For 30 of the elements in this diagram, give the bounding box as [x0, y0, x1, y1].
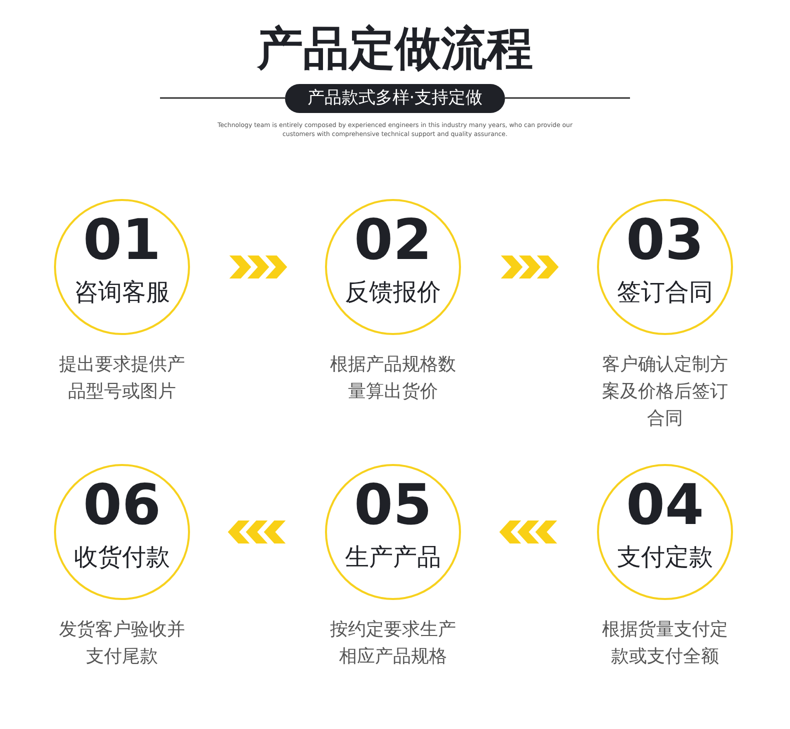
step-circle: [597, 464, 733, 600]
step-circle: [597, 199, 733, 335]
chevron-arrow: [499, 520, 558, 544]
step-name: 生产产品: [344, 542, 442, 572]
step-description: 按约定要求生产相应产品规格: [329, 618, 457, 669]
chevron-arrow: [228, 520, 286, 544]
step-name: 反馈报价: [344, 277, 442, 307]
step-number: 06: [82, 476, 162, 536]
step-description: 发货客户验收并支付尾款: [58, 618, 186, 669]
step-description: 客户确认定制方案及价格后签订合同: [601, 353, 729, 431]
step-number: 03: [625, 211, 705, 271]
step-description: 根据货量支付定款或支付全额: [601, 618, 729, 669]
subtitle-pill: 产品款式多样·支持定做: [285, 84, 505, 113]
step-number: 04: [625, 476, 705, 536]
chevron-arrow: [229, 256, 288, 278]
chevron-arrow: [500, 256, 559, 278]
step-circle: [54, 464, 190, 600]
step-description: 提出要求提供产品型号或图片: [58, 353, 186, 404]
step-number: 01: [82, 211, 162, 271]
step-circle: [325, 464, 461, 600]
step-name: 收货付款: [73, 542, 171, 572]
step-number: 02: [353, 211, 433, 271]
step-name: 支付定款: [616, 542, 714, 572]
step-circle: [325, 199, 461, 335]
step-circle: [54, 199, 190, 335]
step-number: 05: [353, 476, 433, 536]
step-description: 根据产品规格数量算出货价: [329, 353, 457, 404]
step-name: 签订合同: [616, 277, 714, 307]
title: 产品定做流程: [256, 20, 534, 77]
step-name: 咨询客服: [73, 277, 171, 307]
